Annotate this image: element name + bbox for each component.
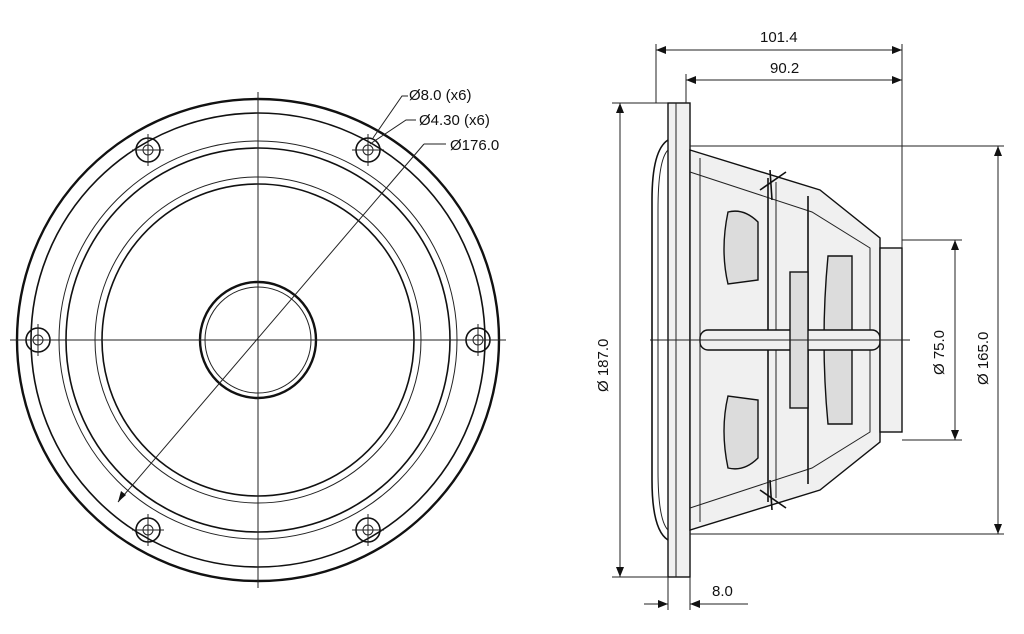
mounting-holes bbox=[22, 134, 494, 546]
overall-depth-label: 101.4 bbox=[760, 29, 798, 46]
dim-frame-diameter bbox=[690, 145, 1004, 535]
dim-magnet-diameter bbox=[902, 239, 962, 441]
bolt-circle-leader bbox=[117, 143, 425, 503]
side-view: 101.4 90.2 Ø 187.0 Ø 75.0 bbox=[595, 29, 1004, 610]
frame-diameter-label: Ø 165.0 bbox=[975, 332, 992, 385]
flange-thickness-label: 8.0 bbox=[712, 583, 733, 600]
hole-inner-leader bbox=[369, 119, 416, 145]
basket-window bbox=[723, 210, 759, 285]
mounting-hole bbox=[462, 324, 494, 356]
magnet-diameter-label: Ø 75.0 bbox=[931, 330, 948, 375]
hole-outer-leader bbox=[372, 95, 408, 139]
mounting-hole bbox=[352, 134, 384, 166]
terminal-top bbox=[759, 169, 787, 201]
dim-outer-diameter bbox=[612, 102, 668, 578]
bolt-circle-label: Ø176.0 bbox=[450, 137, 499, 154]
front-view: Ø8.0 (x6) Ø4.30 (x6) Ø176.0 bbox=[10, 87, 506, 588]
mounting-hole bbox=[22, 324, 54, 356]
terminal-bottom bbox=[759, 479, 787, 511]
depth-behind-flange-label: 90.2 bbox=[770, 60, 799, 77]
outer-diameter-label: Ø 187.0 bbox=[595, 339, 612, 392]
mount-hole-inner-label: Ø4.30 (x6) bbox=[419, 112, 490, 129]
mounting-hole bbox=[352, 514, 384, 546]
dim-flange-thickness bbox=[644, 577, 748, 610]
bolt-circle-arrow bbox=[118, 491, 126, 502]
dim-depth-behind-flange bbox=[685, 74, 902, 103]
mount-hole-outer-label: Ø8.0 (x6) bbox=[409, 87, 472, 104]
basket-window bbox=[723, 395, 759, 470]
mounting-hole bbox=[132, 514, 164, 546]
mounting-hole bbox=[132, 134, 164, 166]
